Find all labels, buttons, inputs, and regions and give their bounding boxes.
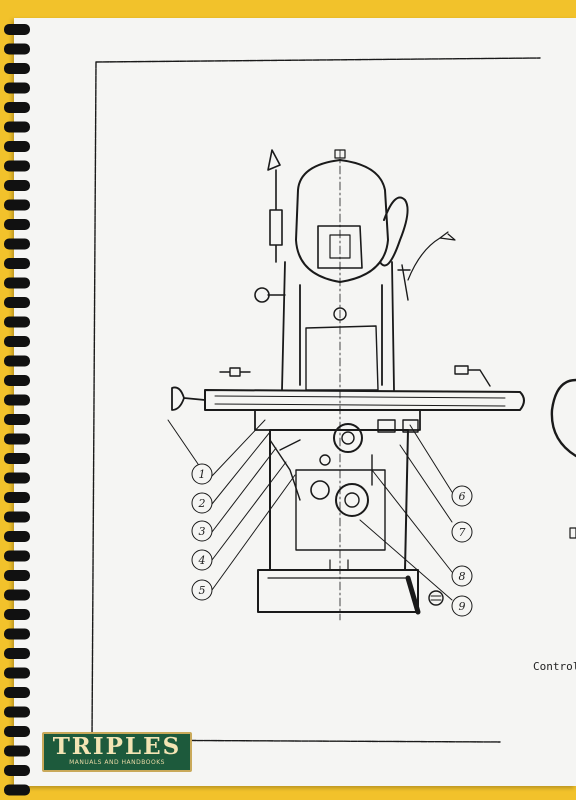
callout-label-9: 9: [459, 600, 466, 613]
manual-page: [14, 18, 576, 786]
binding-coil: [4, 199, 30, 211]
binding-coil: [4, 745, 30, 757]
machine-head: [295, 159, 389, 283]
binding-coil: [4, 43, 30, 55]
callout-7: [451, 521, 473, 543]
binding-coil: [4, 453, 30, 464]
callout-6: [451, 485, 473, 507]
binding-coil: [4, 706, 30, 718]
callout-label-1: 1: [199, 468, 206, 481]
binding-coil: [4, 628, 30, 640]
machine-column: [281, 261, 395, 391]
triples-logo: TRIPLES MANUALS AND HANDBOOKS: [42, 732, 192, 772]
callout-label-7: 7: [459, 526, 466, 539]
binding-coil: [4, 726, 30, 737]
callout-label-6: 6: [459, 490, 466, 503]
binding-coil: [4, 570, 30, 581]
callout-1: [191, 463, 213, 485]
binding-coil: [4, 180, 30, 191]
binding-coil: [4, 24, 30, 35]
binding-coil: [4, 589, 30, 601]
callout-2: [191, 492, 213, 514]
spiral-binding: [4, 24, 30, 796]
handwheel-top: [379, 196, 409, 267]
frame-border: [91, 57, 541, 743]
binding-coil: [4, 219, 30, 230]
binding-coil: [4, 433, 30, 445]
callout-5: [191, 579, 213, 601]
binding-coil: [4, 472, 30, 484]
machine-saddle: [254, 409, 421, 431]
binding-coil: [4, 277, 30, 289]
binding-coil: [4, 355, 30, 367]
machine-knee: [269, 429, 409, 571]
logo-title: TRIPLES: [52, 733, 182, 760]
callout-8: [451, 565, 473, 587]
binding-coil: [4, 609, 30, 620]
caption-text: Controle: [533, 660, 576, 673]
machine-table: [204, 389, 525, 411]
binding-coil: [4, 394, 30, 406]
logo-subtitle: MANUALS AND HANDBOOKS: [69, 759, 165, 766]
binding-coil: [4, 82, 30, 94]
binding-coil: [4, 238, 30, 250]
binding-coil: [4, 102, 30, 113]
callout-3: [191, 520, 213, 542]
binding-coil: [4, 121, 30, 133]
binding-coil: [4, 375, 30, 386]
binding-coil: [4, 141, 30, 152]
callout-label-8: 8: [459, 570, 466, 583]
binding-coil: [4, 531, 30, 542]
callout-4: [191, 549, 213, 571]
binding-coil: [4, 336, 30, 347]
binding-coil: [4, 63, 30, 74]
binding-coil: [4, 765, 30, 776]
binding-coil: [4, 492, 30, 503]
binding-coil: [4, 160, 30, 172]
binding-coil: [4, 511, 30, 523]
binding-coil: [4, 550, 30, 562]
binding-coil: [4, 414, 30, 425]
binding-coil: [4, 258, 30, 269]
binding-coil: [4, 667, 30, 679]
callout-label-2: 2: [198, 497, 206, 510]
callout-label-3: 3: [199, 525, 206, 538]
callout-9: [451, 595, 473, 617]
binding-coil: [4, 784, 30, 796]
binding-coil: [4, 316, 30, 328]
binding-coil: [4, 297, 30, 308]
callout-label-4: 4: [198, 554, 206, 567]
callout-label-5: 5: [199, 584, 206, 597]
machine-base: [257, 569, 419, 613]
lamp: [267, 149, 283, 263]
binding-coil: [4, 648, 30, 659]
binding-coil: [4, 687, 30, 698]
